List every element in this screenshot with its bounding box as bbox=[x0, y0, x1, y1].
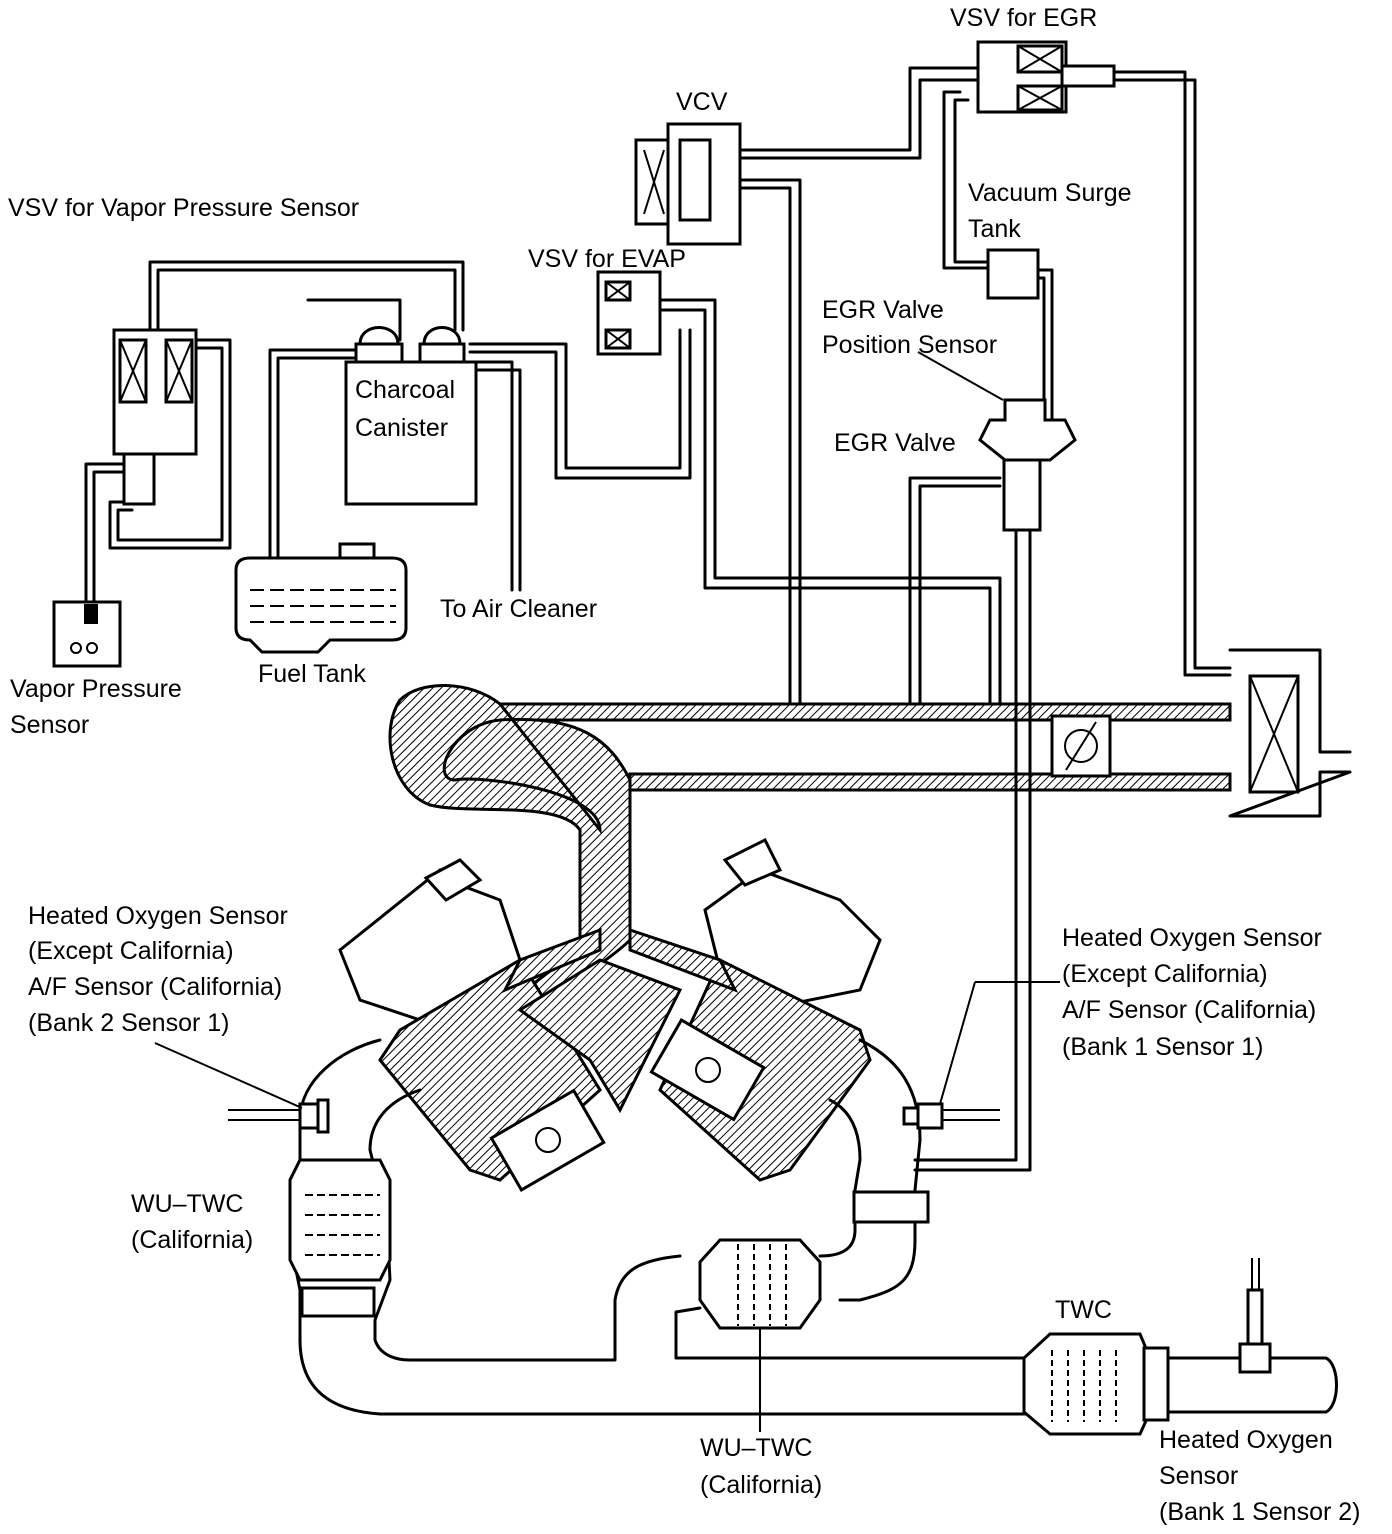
label-ho2-left-3: A/F Sensor (California) bbox=[28, 973, 283, 1001]
label-to-air-cleaner: To Air Cleaner bbox=[440, 595, 598, 623]
label-wutwc-bottom-1: WU–TWC bbox=[700, 1434, 813, 1462]
ho2-right-leader bbox=[939, 981, 976, 1105]
vsv-evap-body bbox=[596, 270, 662, 356]
vsv-egr-body bbox=[976, 40, 1116, 114]
label-ho2-right-4: (Bank 1 Sensor 1) bbox=[1062, 1033, 1264, 1061]
vsv-vapor-body bbox=[112, 328, 198, 506]
label-charcoal-1: Charcoal bbox=[355, 376, 456, 404]
label-vsv-evap: VSV for EVAP bbox=[528, 245, 686, 273]
label-ho2-left-4: (Bank 2 Sensor 1) bbox=[28, 1009, 230, 1037]
label-egr-valve: EGR Valve bbox=[834, 429, 956, 457]
label-charcoal-2: Canister bbox=[355, 414, 449, 442]
label-vacuum-surge-1: Vacuum Surge bbox=[968, 179, 1132, 207]
label-ho2-left-1: Heated Oxygen Sensor bbox=[28, 902, 288, 930]
label-ho2-bottom-2: Sensor bbox=[1159, 1462, 1239, 1490]
egr-valve-body bbox=[978, 398, 1077, 532]
exhaust-left bbox=[154, 1038, 1042, 1416]
intake-pipe-upper bbox=[498, 702, 1232, 722]
charcoal-canister-body bbox=[344, 326, 478, 506]
vacuum-surge-tank bbox=[986, 248, 1040, 300]
label-vsv-egr: VSV for EGR bbox=[950, 4, 1098, 32]
label-vsv-vapor: VSV for Vapor Pressure Sensor bbox=[8, 194, 360, 222]
label-ho2-right-3: A/F Sensor (California) bbox=[1062, 996, 1317, 1024]
air-cleaner bbox=[1228, 648, 1352, 818]
engine-block bbox=[338, 837, 882, 1193]
fuel-tank-body bbox=[234, 542, 408, 654]
vacuum-hoses bbox=[84, 66, 1232, 1172]
label-vacuum-surge-2: Tank bbox=[968, 215, 1021, 243]
label-vcv: VCV bbox=[676, 88, 728, 116]
intake-pipe-lower bbox=[628, 772, 1232, 792]
label-egr-position-1: EGR Valve bbox=[822, 296, 944, 324]
label-egr-position-2: Position Sensor bbox=[822, 331, 998, 359]
label-ho2-right-1: Heated Oxygen Sensor bbox=[1062, 924, 1322, 952]
vcv-body bbox=[634, 122, 742, 246]
exhaust-right bbox=[674, 981, 1338, 1436]
label-ho2-right-2: (Except California) bbox=[1062, 960, 1268, 988]
label-ho2-left-2: (Except California) bbox=[28, 937, 234, 965]
vapor-pressure-sensor-body bbox=[52, 600, 122, 668]
label-ho2-bottom-3: (Bank 1 Sensor 2) bbox=[1159, 1498, 1361, 1526]
label-wutwc-left-2: (California) bbox=[131, 1226, 254, 1254]
label-twc: TWC bbox=[1055, 1296, 1112, 1324]
label-vapor-sensor-1: Vapor Pressure bbox=[10, 675, 182, 703]
throttle-body bbox=[1050, 714, 1112, 778]
label-wutwc-left-1: WU–TWC bbox=[131, 1190, 244, 1218]
label-ho2-bottom-1: Heated Oxygen bbox=[1159, 1426, 1333, 1454]
label-wutwc-bottom-2: (California) bbox=[700, 1471, 823, 1499]
label-fuel-tank: Fuel Tank bbox=[258, 660, 366, 688]
ho2-left-leader bbox=[154, 1042, 303, 1109]
egr-position-leader bbox=[917, 351, 1004, 401]
label-vapor-sensor-2: Sensor bbox=[10, 711, 90, 739]
